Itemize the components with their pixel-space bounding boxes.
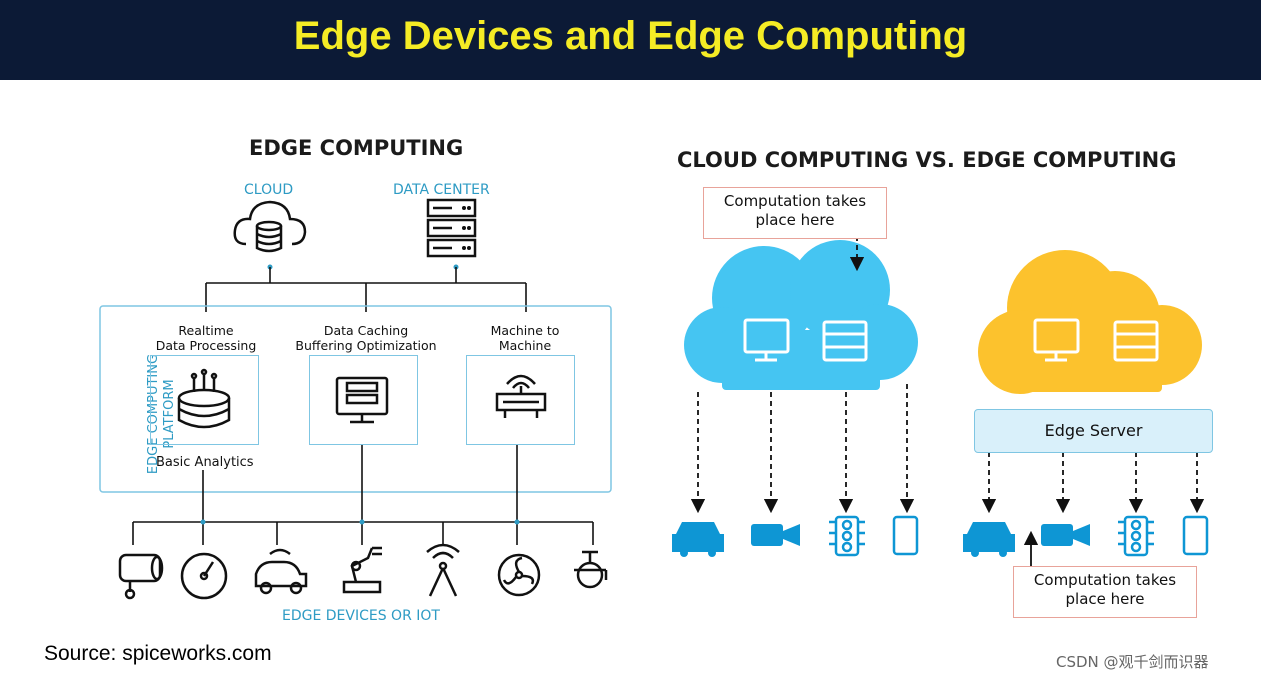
module-label-realtime: Realtime Data Processing (148, 323, 264, 353)
edge-arrows (981, 452, 1205, 514)
callout-cloud: Computation takes place here (703, 187, 887, 239)
edge-monitor-icon (1033, 318, 1159, 362)
robot-arm-icon (342, 546, 382, 594)
module-label-line: Realtime (178, 323, 234, 338)
source-caption: Source: spiceworks.com (44, 642, 272, 665)
phone-icon (1182, 515, 1209, 556)
cloud-devices (672, 515, 919, 557)
car-icon (672, 522, 724, 557)
module-label-m2m: Machine to Machine (475, 323, 575, 353)
router-icon (495, 374, 547, 418)
comparison-heading: CLOUD COMPUTING VS. EDGE COMPUTING (677, 148, 1177, 172)
callout-edge: Computation takes place here (1013, 566, 1197, 618)
traffic-light-icon (1118, 515, 1154, 557)
module-box-realtime (150, 355, 259, 445)
edge-devices-label: EDGE DEVICES OR IOT (282, 608, 440, 624)
cloud-database-icon (233, 200, 307, 253)
valve-icon (574, 550, 608, 589)
cloud-shape (684, 240, 918, 390)
gauge-icon (180, 552, 228, 600)
monitor-server-icon (335, 376, 389, 424)
module-label-caching: Data Caching Buffering Optimization (286, 323, 446, 353)
edge-platform-frame (99, 305, 612, 493)
callout-line: place here (755, 211, 835, 229)
camera-icon (118, 553, 164, 600)
edge-devices (963, 515, 1209, 557)
callout-line: Computation takes (723, 192, 867, 210)
connected-car-icon (254, 548, 308, 595)
fan-icon (497, 553, 541, 597)
car-icon (963, 522, 1015, 557)
cloud-arrows (690, 236, 915, 514)
video-camera-icon (751, 524, 800, 546)
basic-analytics-label: Basic Analytics (156, 455, 254, 470)
callout-line: Computation takes (1033, 571, 1177, 589)
connector-lines-top (205, 267, 527, 312)
server-rack-icon (426, 198, 477, 258)
module-label-line: Data Caching (323, 323, 409, 338)
edge-server-bar: Edge Server (974, 409, 1213, 453)
cloud-label: CLOUD (244, 182, 294, 198)
callout-line: place here (1065, 590, 1145, 608)
module-box-m2m (466, 355, 575, 445)
page-title: Edge Devices and Edge Computing (293, 14, 968, 58)
module-label-line: Data Processing (155, 338, 257, 353)
antenna-tower-icon (426, 543, 460, 597)
module-label-line: Buffering Optimization (295, 338, 437, 353)
module-label-line: Machine to (490, 323, 560, 338)
module-label-line: Machine (498, 338, 552, 353)
data-center-label: DATA CENTER (393, 182, 490, 198)
edge-computing-heading: EDGE COMPUTING (249, 136, 464, 160)
video-camera-icon (1041, 524, 1090, 546)
edge-cloud-shape (978, 250, 1202, 394)
traffic-light-icon (829, 515, 865, 557)
phone-icon (892, 515, 919, 556)
watermark: CSDN @观千剑而识器 (1056, 653, 1209, 671)
title-banner: Edge Devices and Edge Computing (0, 0, 1261, 80)
module-box-caching (309, 355, 418, 445)
cloud-monitor-icon (743, 318, 868, 362)
database-icon (177, 368, 231, 429)
